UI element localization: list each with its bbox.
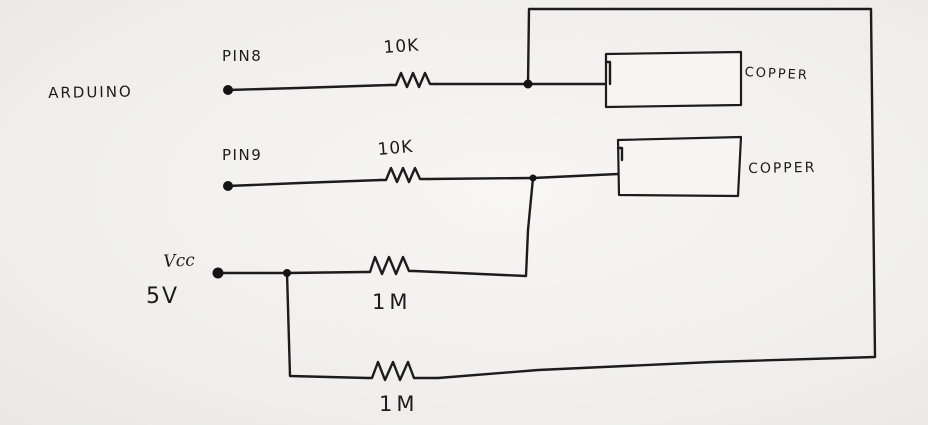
resistor-10k-pin9	[379, 166, 430, 184]
resistor-pin9-label: 10K	[376, 136, 415, 160]
resistor-1m-lower	[366, 360, 440, 382]
supply-voltage-label: 5V	[146, 284, 180, 309]
wire-pin8-to-resistor	[226, 83, 392, 92]
copper-top-label: COPPER	[744, 65, 810, 84]
wire-pin9-to-resistor	[226, 178, 383, 188]
pin9-terminal	[223, 181, 233, 191]
copper-plate-top	[604, 50, 743, 109]
junction-top	[523, 79, 533, 89]
pin8-terminal	[223, 85, 233, 95]
junction-vcc	[283, 269, 291, 277]
resistor-10k-pin8	[388, 71, 439, 89]
wire-vcc-branch-down	[285, 271, 370, 380]
resistor-vcc-upper-label: 1M	[372, 290, 412, 314]
copper-plate-bottom-lead	[616, 146, 624, 162]
arduino-label: ARDUINO	[47, 82, 133, 102]
resistor-pin8-label: 10K	[382, 35, 420, 58]
pin9-label: PIN9	[222, 146, 263, 164]
junction-mid	[529, 174, 537, 182]
copper-bottom-label: COPPER	[747, 159, 817, 177]
copper-plate-top-lead	[604, 60, 612, 86]
wire-outer-loop	[436, 7, 877, 380]
vcc-terminal	[212, 267, 224, 279]
wire-resistor-to-junction-mid	[426, 176, 535, 181]
wire-junction-to-copper-bottom	[531, 172, 620, 180]
wire-vcc-to-upper-resistor	[285, 270, 367, 275]
vcc-label: Vcc	[162, 250, 196, 272]
pin8-label: PIN8	[222, 47, 263, 65]
copper-plate-bottom	[616, 135, 743, 198]
resistor-vcc-lower-label: 1M	[379, 392, 419, 416]
resistor-1m-upper	[363, 255, 416, 276]
wire-upper-resistor-to-pin9-junction	[412, 176, 535, 278]
